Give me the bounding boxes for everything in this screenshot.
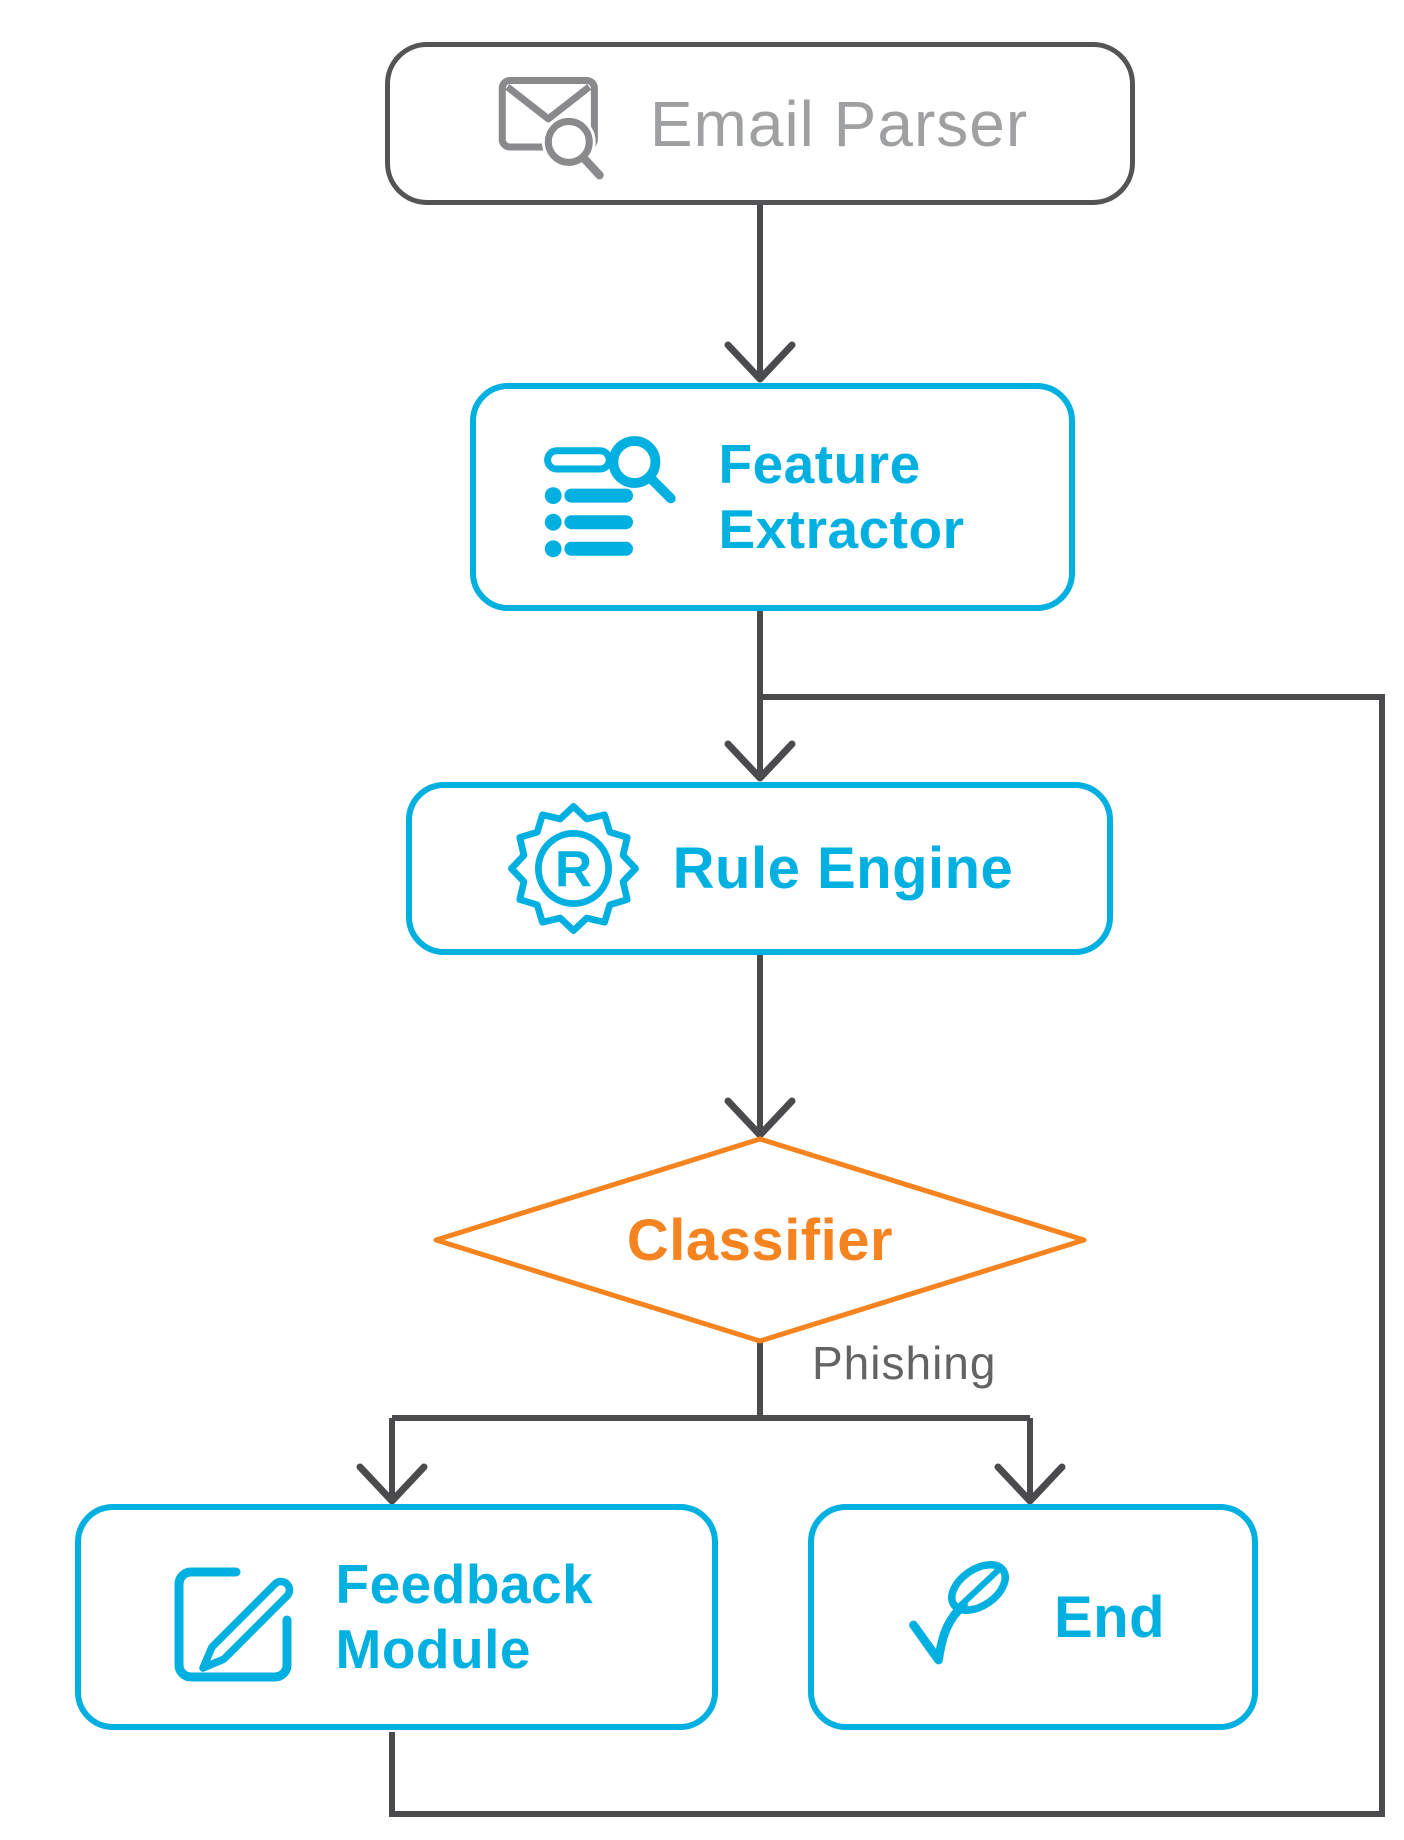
svg-text:R: R xyxy=(555,841,592,898)
end-label: End xyxy=(1053,1584,1166,1650)
arrowhead-into-rule-engine xyxy=(724,740,796,782)
node-end: End xyxy=(808,1504,1258,1730)
leaf-check-icon xyxy=(909,1560,1009,1664)
node-feedback-module: Feedback Module xyxy=(75,1504,718,1730)
node-rule-engine: R Rule Engine xyxy=(406,782,1113,955)
arrowhead-into-end xyxy=(994,1463,1066,1505)
classifier-label: Classifier xyxy=(626,1207,894,1273)
arrowhead-into-feature-extractor xyxy=(724,341,796,383)
email-search-icon xyxy=(498,76,604,179)
feedback-module-label: Feedback Module xyxy=(335,1553,594,1680)
edit-square-icon xyxy=(174,1567,293,1682)
node-feature-extractor: Feature Extractor xyxy=(470,383,1075,611)
list-search-icon xyxy=(543,436,676,558)
classifier-diamond xyxy=(433,1136,1087,1344)
arrowhead-into-feedback-module xyxy=(356,1463,428,1505)
feature-extractor-label: Feature Extractor xyxy=(718,433,965,560)
rule-engine-label: Rule Engine xyxy=(672,836,1014,901)
email-parser-label: Email Parser xyxy=(649,87,1029,160)
arrowhead-into-classifier xyxy=(724,1097,796,1139)
node-email-parser: Email Parser xyxy=(385,42,1135,205)
edge-feedback-loop xyxy=(389,694,1385,1817)
registered-badge-icon: R xyxy=(507,803,639,934)
edge-label-phishing: Phishing xyxy=(812,1337,997,1389)
